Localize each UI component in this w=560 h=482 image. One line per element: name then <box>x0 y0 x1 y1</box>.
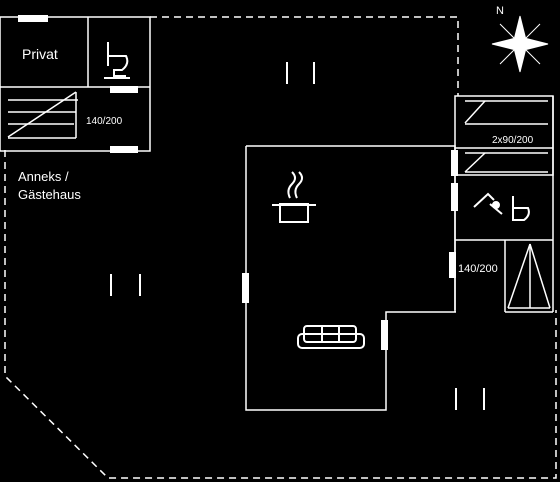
doors-privat <box>18 15 138 153</box>
sofa-icon <box>297 325 365 349</box>
room-privat <box>0 16 151 152</box>
annex-label-line2: Gästehaus <box>18 187 81 202</box>
kitchen-pot-icon <box>272 171 316 223</box>
compass-rose-icon <box>491 15 549 73</box>
toilet-icon <box>104 42 130 79</box>
annex-label-line1: Anneks / <box>18 169 69 184</box>
toilet-right-icon <box>512 196 530 221</box>
room-right-bedroom <box>454 95 554 176</box>
bed-size-label-right-mid: 140/200 <box>458 263 498 275</box>
outer-dashed-boundary <box>4 16 557 479</box>
bed-size-label-left: 140/200 <box>86 116 123 127</box>
compass-north-label: N <box>496 5 504 17</box>
doors-main <box>242 273 388 350</box>
shower-icon <box>473 192 503 215</box>
room-label-privat: Privat <box>22 46 58 62</box>
bed-size-label-right-top: 2x90/200 <box>492 135 534 146</box>
step-markers <box>110 62 485 410</box>
doors-right <box>449 150 458 278</box>
